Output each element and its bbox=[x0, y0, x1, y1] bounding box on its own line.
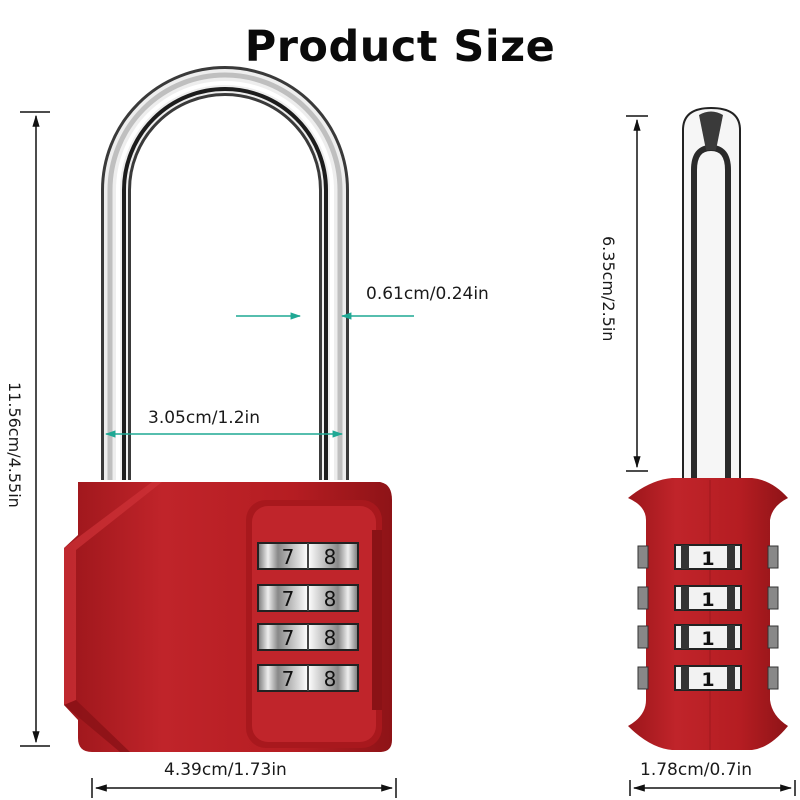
svg-text:8: 8 bbox=[324, 545, 337, 569]
side-view-dials: 1 1 1 1 bbox=[674, 544, 742, 691]
dial-row[interactable]: 1 bbox=[674, 585, 742, 611]
svg-text:7: 7 bbox=[282, 587, 295, 611]
dial-row[interactable]: 7 8 bbox=[257, 542, 359, 570]
svg-text:1: 1 bbox=[701, 548, 714, 570]
body-depth-dimension-line bbox=[629, 780, 796, 796]
body-depth-label: 1.78cm/0.7in bbox=[640, 760, 753, 780]
svg-text:1: 1 bbox=[701, 628, 714, 650]
body-width-dimension-line bbox=[91, 778, 397, 798]
dial-row[interactable]: 7 8 bbox=[257, 664, 359, 692]
dial-row[interactable]: 1 bbox=[674, 544, 742, 570]
height-dimension-line bbox=[20, 111, 50, 747]
side-view-lock-body bbox=[628, 478, 788, 750]
page-title: Product Size bbox=[244, 22, 556, 72]
side-view-dial-knurls bbox=[637, 545, 779, 690]
shackle-height-dimension-line bbox=[626, 115, 648, 472]
shackle-inner-width-label: 3.05cm/1.2in bbox=[148, 408, 261, 428]
svg-text:7: 7 bbox=[282, 626, 295, 650]
front-view-shackle bbox=[101, 66, 349, 480]
svg-text:8: 8 bbox=[324, 626, 337, 650]
svg-text:7: 7 bbox=[282, 545, 295, 569]
shackle-thickness-label: 0.61cm/0.24in bbox=[366, 284, 489, 304]
svg-text:7: 7 bbox=[282, 667, 295, 691]
svg-text:8: 8 bbox=[324, 587, 337, 611]
front-view-dials: 7 8 7 8 7 8 7 8 bbox=[257, 542, 359, 692]
svg-text:1: 1 bbox=[701, 669, 714, 691]
body-width-label: 4.39cm/1.73in bbox=[164, 760, 287, 780]
dial-row[interactable]: 7 8 bbox=[257, 584, 359, 612]
front-view-lock-body bbox=[64, 482, 392, 752]
dial-row[interactable]: 1 bbox=[674, 624, 742, 650]
svg-text:1: 1 bbox=[701, 589, 714, 611]
svg-text:8: 8 bbox=[324, 667, 337, 691]
side-view-shackle bbox=[682, 106, 741, 486]
dial-row[interactable]: 1 bbox=[674, 665, 742, 691]
shackle-height-label: 6.35cm/2.5in bbox=[599, 236, 618, 342]
dial-row[interactable]: 7 8 bbox=[257, 623, 359, 651]
height-label: 11.56cm/4.55in bbox=[5, 382, 24, 508]
